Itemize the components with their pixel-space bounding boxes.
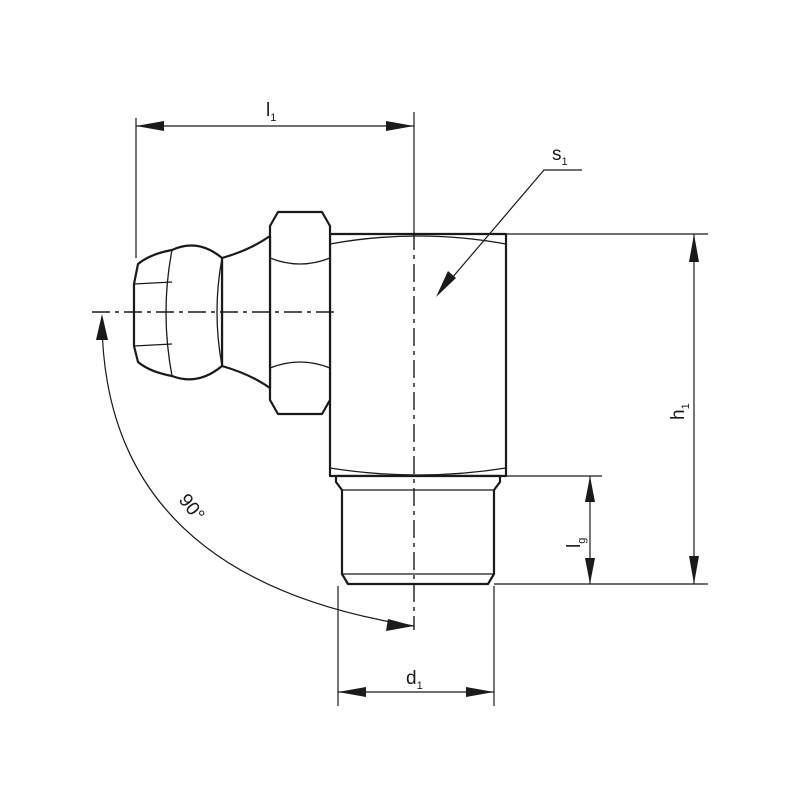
label-d1: d1 xyxy=(406,668,423,692)
head-tip-upper xyxy=(133,281,173,285)
dimension-d1: d1 xyxy=(337,586,495,706)
fitting-body-group xyxy=(132,210,508,586)
head-tip-lower xyxy=(133,343,173,347)
hex-flat-lower xyxy=(269,361,331,369)
fitting-body xyxy=(328,232,508,478)
label-angle: 90° xyxy=(174,490,208,526)
dimension-lg: lg xyxy=(500,475,602,584)
label-lg: lg xyxy=(564,538,588,548)
dimension-s1: s1 xyxy=(436,144,582,297)
dimension-h1: h1 xyxy=(494,233,708,585)
label-l1: l1 xyxy=(266,100,276,124)
label-s1: s1 xyxy=(552,144,568,168)
threaded-shank xyxy=(334,474,502,586)
body-top-chamfer xyxy=(329,235,507,245)
head-ring-right xyxy=(216,257,223,367)
hex-nut xyxy=(268,210,332,416)
label-h1: h1 xyxy=(668,403,692,420)
hex-flat-upper xyxy=(269,257,331,265)
dimension-l1: l1 xyxy=(135,100,415,258)
